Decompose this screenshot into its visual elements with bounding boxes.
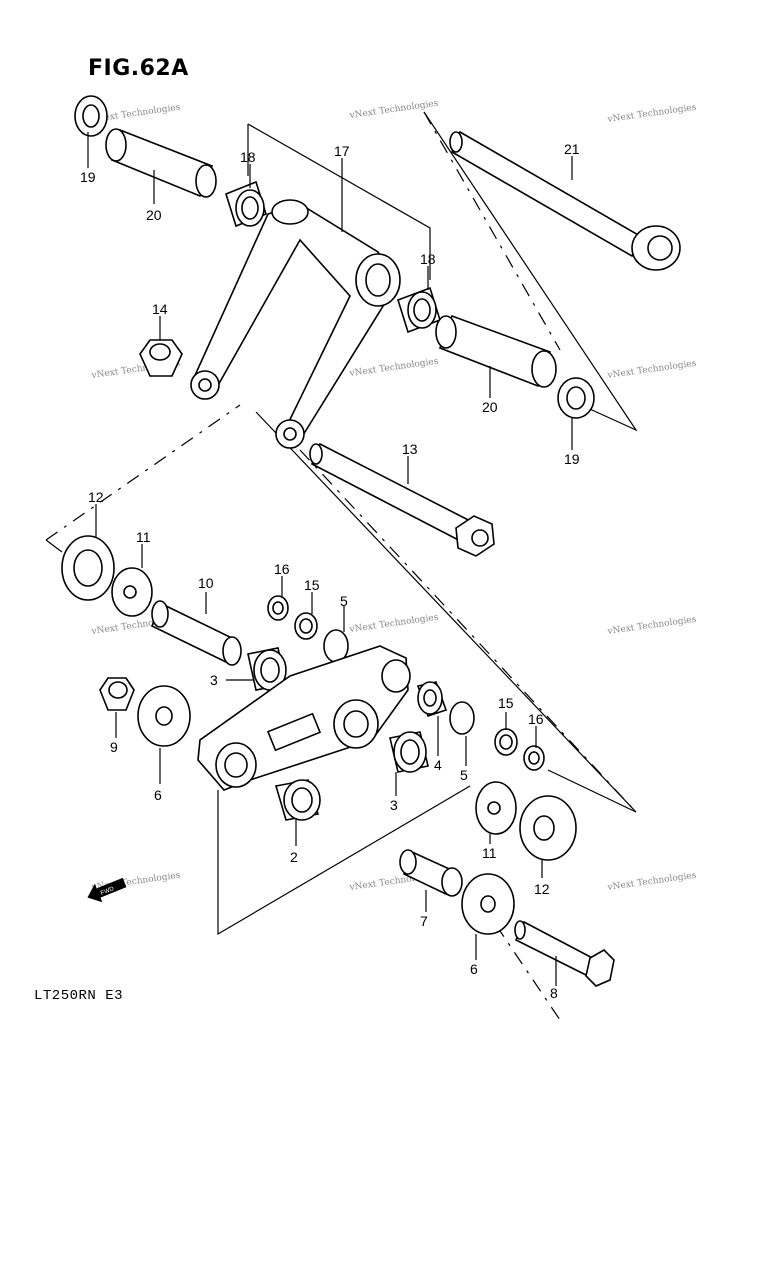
callout-6-left: 6 (154, 787, 162, 803)
model-label: LT250RN E3 (34, 988, 124, 1004)
watermark: vNext Technologies (606, 871, 697, 894)
part-washer-6-right (461, 873, 515, 935)
leader-lines (87, 132, 573, 986)
callout-12-right: 12 (534, 881, 550, 897)
part-bearing-18-right (397, 286, 441, 334)
callout-2: 2 (290, 849, 298, 865)
part-bush-20-top (105, 128, 217, 198)
callout-4: 4 (434, 757, 442, 773)
part-collar-4 (416, 681, 448, 718)
part-collar-16-right (523, 745, 545, 771)
part-bolt-13 (309, 442, 495, 557)
part-bush-10 (150, 600, 242, 666)
part-link-17 (190, 199, 401, 449)
part-bearing-3-lower (389, 731, 429, 773)
part-bearing-18-top (225, 180, 267, 228)
part-bush-7 (399, 849, 463, 897)
callout-11-left: 11 (136, 529, 151, 545)
part-nut-14 (139, 339, 183, 377)
part-seal-19-right (557, 377, 595, 419)
part-seal-12-left (61, 535, 115, 601)
callout-7: 7 (420, 913, 428, 929)
part-bolt-21 (449, 130, 681, 271)
parts (61, 95, 681, 987)
watermark: vNext Technologies (606, 359, 697, 382)
callout-5-lower: 5 (460, 767, 468, 783)
watermark: vNext Technologies (606, 103, 697, 126)
part-bolt-8 (514, 920, 615, 987)
watermark: vNext Technologies (348, 613, 439, 636)
callout-10: 10 (198, 575, 214, 591)
part-cushion-rod (197, 645, 411, 791)
bolt-13-guide (255, 411, 637, 813)
callout-3-upper: 3 (210, 672, 218, 688)
part-seal-19-top (74, 95, 108, 137)
callout-19-right: 19 (564, 451, 580, 467)
bolt-8-axis (495, 924, 561, 1021)
callout-16-right: 16 (528, 711, 544, 727)
part-collar-16-left (267, 595, 289, 621)
part-bearing-3-upper (247, 647, 287, 691)
bolt-21-axis (423, 111, 561, 351)
part-ring-15-right (494, 728, 518, 756)
callout-5-upper: 5 (340, 593, 348, 609)
callout-16-left: 16 (274, 561, 290, 577)
callout-12-left: 12 (88, 489, 104, 505)
part-washer-6-left (137, 685, 191, 747)
callout-17: 17 (334, 143, 350, 159)
bracket-line-18-17 (247, 123, 431, 280)
callout-11-right: 11 (482, 845, 497, 861)
front-arrow-label: FWD (100, 886, 116, 897)
bracket-line-lower (217, 785, 471, 936)
bolt-axis-left (45, 404, 241, 541)
callout-15-left: 15 (304, 577, 320, 593)
part-washer-11-right (475, 781, 517, 835)
callout-18-right: 18 (420, 251, 436, 267)
guide-line (547, 769, 637, 813)
part-seal-12-right (519, 795, 577, 861)
callout-20-right: 20 (482, 399, 498, 415)
front-arrow-icon: FWD (87, 877, 127, 903)
callout-6-right: 6 (470, 961, 478, 977)
watermark: vNext Technologies (348, 357, 439, 380)
part-bush-20-right (435, 314, 557, 388)
callout-20-top: 20 (146, 207, 162, 223)
callout-18-top: 18 (240, 149, 256, 165)
callout-13: 13 (402, 441, 418, 457)
callouts: 19 20 18 17 21 18 14 20 19 13 12 11 10 1… (80, 141, 580, 1001)
callout-19-top: 19 (80, 169, 96, 185)
guide-line (45, 539, 63, 553)
figure-title: FIG.62A (88, 56, 189, 81)
bolt-21-guide (423, 111, 638, 432)
assembly-lines (45, 111, 638, 1021)
callout-3-lower: 3 (390, 797, 398, 813)
callout-9: 9 (110, 739, 118, 755)
part-circlip-5-lower (449, 701, 475, 735)
part-nut-9 (99, 677, 135, 711)
part-ring-15-left (294, 612, 318, 640)
callout-14: 14 (152, 301, 168, 317)
callout-21: 21 (564, 141, 580, 157)
part-bearing-2 (274, 779, 321, 821)
watermark: vNext Technologies (606, 615, 697, 638)
part-washer-11-left (111, 567, 153, 617)
callout-8: 8 (550, 985, 558, 1001)
watermark: vNext Technologies (348, 99, 439, 122)
callout-15-right: 15 (498, 695, 514, 711)
